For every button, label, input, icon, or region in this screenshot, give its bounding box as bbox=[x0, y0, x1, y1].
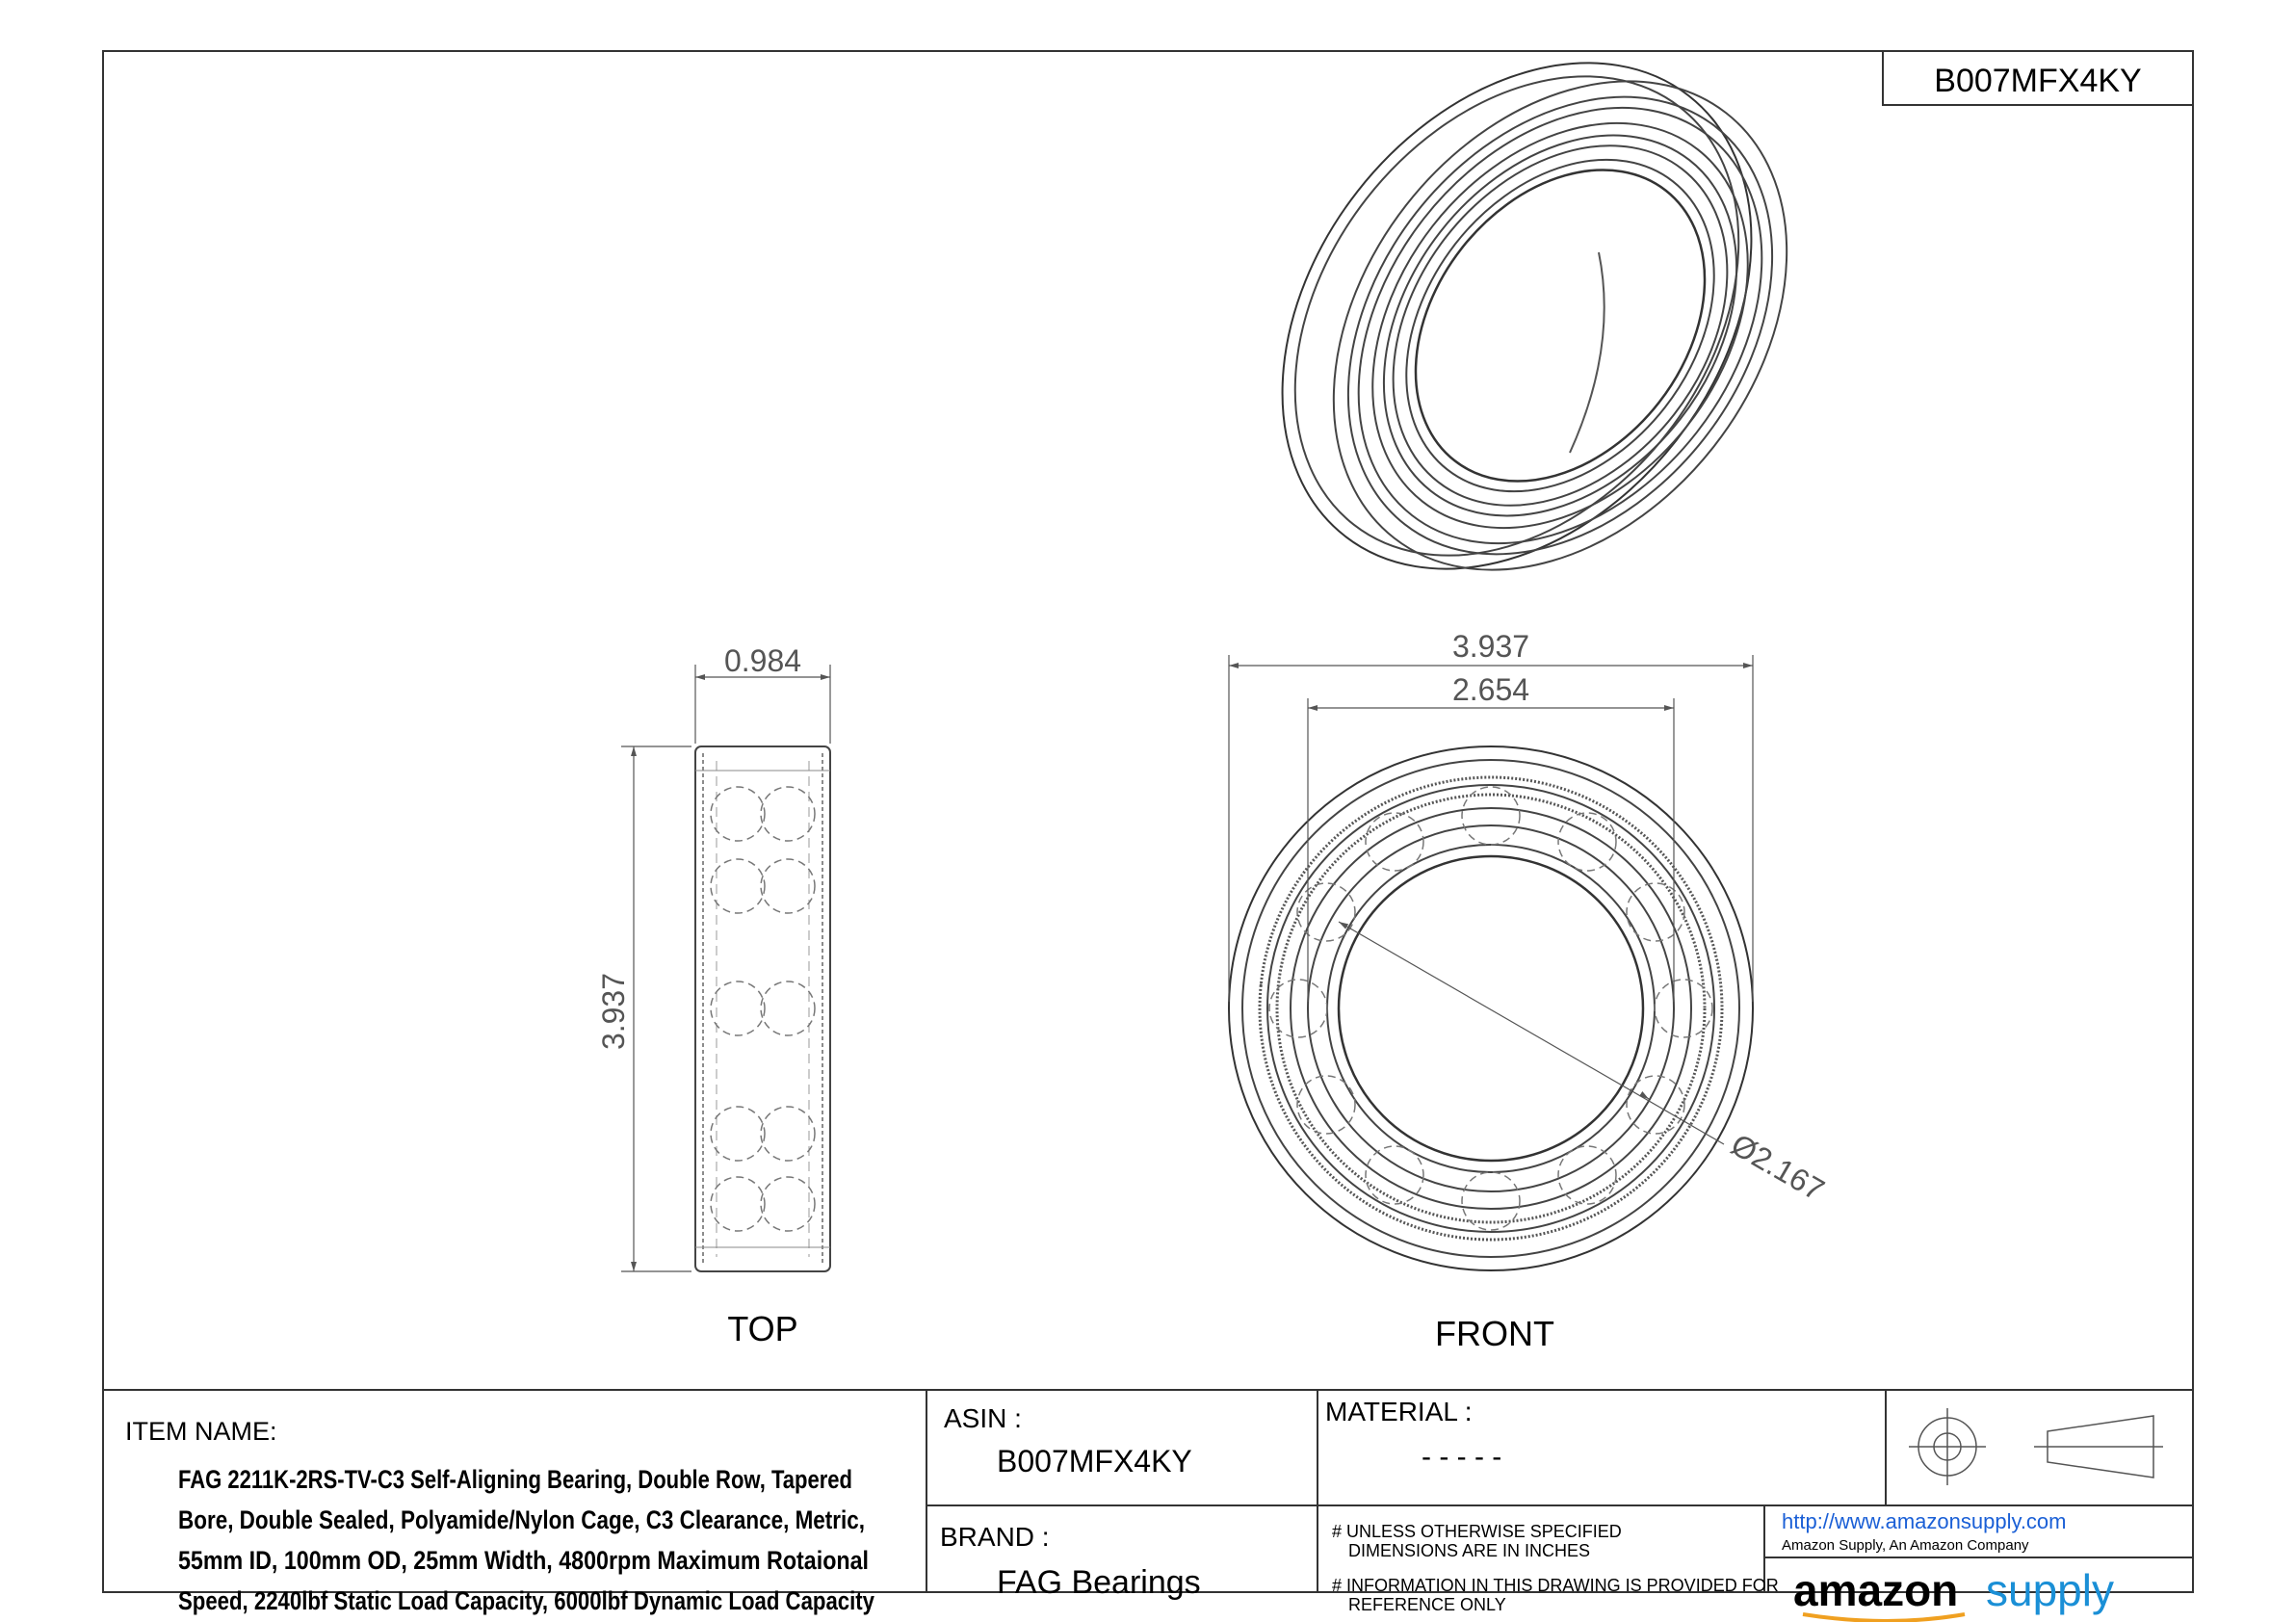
third-angle-projection-icon bbox=[1909, 1408, 2163, 1485]
dim-front-outer: 3.937 bbox=[1452, 629, 1529, 664]
material-value: - - - - - bbox=[1422, 1441, 1501, 1473]
sheet-border bbox=[102, 50, 2194, 1593]
website-link[interactable]: http://www.amazonsupply.com bbox=[1782, 1509, 2067, 1533]
dim-front-bore: Ø2.167 bbox=[1726, 1127, 1831, 1208]
label-front: FRONT bbox=[1435, 1314, 1554, 1353]
brand-value: FAG Bearings bbox=[997, 1564, 1201, 1601]
item-name-label: ITEM NAME: bbox=[125, 1417, 277, 1446]
item-name-line-3: 55mm ID, 100mm OD, 25mm Width, 4800rpm M… bbox=[178, 1546, 869, 1575]
company-text: Amazon Supply, An Amazon Company bbox=[1782, 1537, 2029, 1554]
item-name-line-2: Bore, Double Sealed, Polyamide/Nylon Cag… bbox=[178, 1505, 865, 1534]
asin-label: ASIN : bbox=[944, 1403, 1022, 1433]
dim-top-height: 3.937 bbox=[596, 973, 631, 1050]
asin-value: B007MFX4KY bbox=[997, 1444, 1192, 1478]
note-units-line-1: # UNLESS OTHERWISE SPECIFIED bbox=[1332, 1522, 1622, 1541]
logo-smile bbox=[1802, 1612, 1966, 1622]
amazon-supply-logo: amazon supply bbox=[1793, 1565, 2114, 1622]
front-view: 3.937 2.654 Ø2.167 FRONT bbox=[1228, 629, 1831, 1353]
isometric-view bbox=[1281, 62, 1788, 571]
top-view: 0.984 3.937 TOP bbox=[596, 643, 831, 1348]
logo-amazon-text: amazon bbox=[1793, 1565, 1958, 1615]
note-info-line-2: REFERENCE ONLY bbox=[1348, 1595, 1506, 1614]
brand-label: BRAND : bbox=[940, 1522, 1050, 1552]
item-name-line-1: FAG 2211K-2RS-TV-C3 Self-Aligning Bearin… bbox=[178, 1465, 852, 1494]
corner-asin-box: B007MFX4KY bbox=[1882, 50, 2194, 106]
item-name-line-4: Speed, 2240lbf Static Load Capacity, 600… bbox=[178, 1586, 874, 1615]
note-units-line-2: DIMENSIONS ARE IN INCHES bbox=[1348, 1541, 1590, 1560]
dim-top-width: 0.984 bbox=[724, 643, 801, 678]
dim-front-pitch: 2.654 bbox=[1452, 672, 1529, 707]
note-info-line-1: # INFORMATION IN THIS DRAWING IS PROVIDE… bbox=[1332, 1576, 1779, 1595]
title-block bbox=[103, 1389, 2193, 1592]
label-top: TOP bbox=[727, 1309, 797, 1348]
logo-supply-text: supply bbox=[1986, 1565, 2114, 1615]
corner-asin-text: B007MFX4KY bbox=[1934, 63, 2141, 99]
material-label: MATERIAL : bbox=[1325, 1397, 1472, 1426]
